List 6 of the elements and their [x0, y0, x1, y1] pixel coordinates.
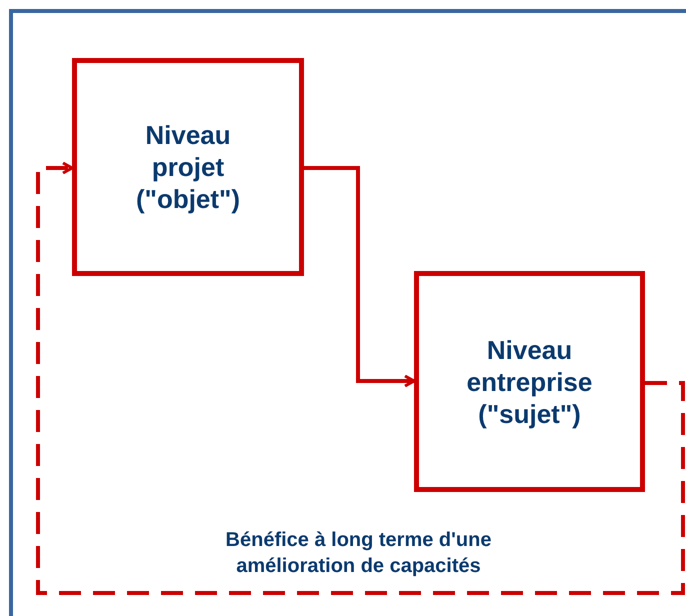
level-label: Niveau entreprise ("sujet"): [466, 334, 594, 430]
arrow: [304, 166, 416, 388]
level-box: [414, 271, 645, 492]
level-box: [72, 58, 304, 276]
arrow: [36, 162, 685, 595]
level-label: Niveau projet ("objet"): [134, 119, 242, 215]
